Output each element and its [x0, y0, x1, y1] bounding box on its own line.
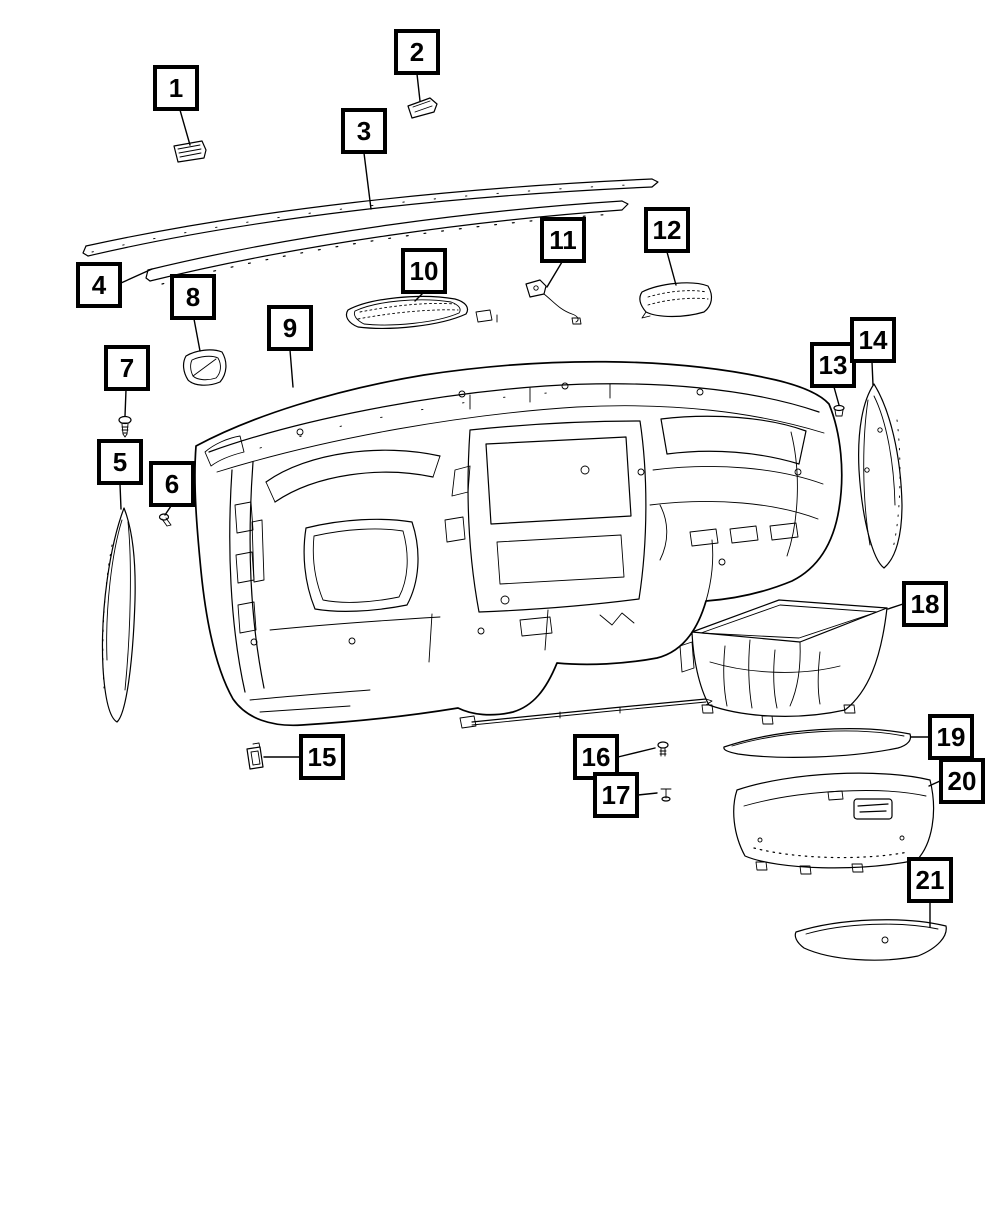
callout-box-4[interactable]: 4 — [76, 262, 122, 308]
callout-box-2[interactable]: 2 — [394, 29, 440, 75]
leader-line-14 — [871, 361, 874, 386]
callout-box-12[interactable]: 12 — [644, 207, 690, 253]
part-19-glove-box-trim — [723, 728, 912, 758]
part-5-left-end-panel — [101, 507, 136, 723]
callout-box-18[interactable]: 18 — [902, 581, 948, 627]
part-10-center-speaker-grille — [345, 295, 498, 329]
part-16-screw — [657, 741, 669, 757]
part-15-bracket — [246, 742, 264, 770]
leader-line-11 — [546, 261, 563, 288]
leader-line-12 — [666, 251, 677, 286]
leader-line-13 — [833, 386, 840, 406]
part-2-end-cap — [407, 97, 438, 119]
leader-line-1 — [179, 109, 191, 146]
callout-box-10[interactable]: 10 — [401, 248, 447, 294]
leader-line-3 — [363, 152, 372, 210]
callout-box-11[interactable]: 11 — [540, 217, 586, 263]
part-7-screw — [118, 415, 132, 438]
callout-box-13[interactable]: 13 — [810, 342, 856, 388]
callout-box-5[interactable]: 5 — [97, 439, 143, 485]
callout-box-17[interactable]: 17 — [593, 772, 639, 818]
callout-box-15[interactable]: 15 — [299, 734, 345, 780]
instrument-panel-main — [194, 360, 843, 727]
part-14-right-end-panel — [858, 383, 903, 569]
leader-line-8 — [193, 318, 201, 352]
leader-line-5 — [119, 483, 122, 510]
leader-line-4 — [120, 268, 153, 284]
leader-line-6 — [164, 505, 172, 516]
part-3-defroster-trim-upper — [82, 178, 659, 257]
part-4-defroster-trim-lower — [145, 200, 629, 285]
leader-line-17 — [637, 792, 658, 796]
part-11-sensor-bracket — [525, 279, 582, 325]
leader-line-2 — [416, 73, 421, 102]
wiring-harness — [459, 698, 713, 729]
callout-box-21[interactable]: 21 — [907, 857, 953, 903]
door-badge — [853, 798, 893, 820]
callout-box-9[interactable]: 9 — [267, 305, 313, 351]
part-18-glove-box-bin — [679, 599, 888, 725]
part-13-retainer — [833, 404, 845, 417]
part-1-end-clip — [173, 140, 207, 163]
leader-lines — [119, 73, 941, 928]
part-20-glove-box-door — [733, 772, 935, 875]
leader-line-7 — [124, 389, 127, 417]
leader-line-18 — [887, 603, 904, 610]
part-17-retainer — [660, 788, 672, 802]
callout-box-7[interactable]: 7 — [104, 345, 150, 391]
part-21-lower-trim — [794, 919, 947, 961]
part-12-right-speaker-grille — [639, 282, 713, 319]
leader-line-9 — [289, 349, 294, 388]
callout-box-14[interactable]: 14 — [850, 317, 896, 363]
callout-box-20[interactable]: 20 — [939, 758, 985, 804]
part-8-vent-bezel — [182, 349, 227, 386]
callout-box-6[interactable]: 6 — [149, 461, 195, 507]
leader-line-16 — [617, 747, 656, 758]
callout-box-8[interactable]: 8 — [170, 274, 216, 320]
callout-box-3[interactable]: 3 — [341, 108, 387, 154]
callout-box-1[interactable]: 1 — [153, 65, 199, 111]
callout-box-19[interactable]: 19 — [928, 714, 974, 760]
part-6-screw — [158, 513, 172, 527]
